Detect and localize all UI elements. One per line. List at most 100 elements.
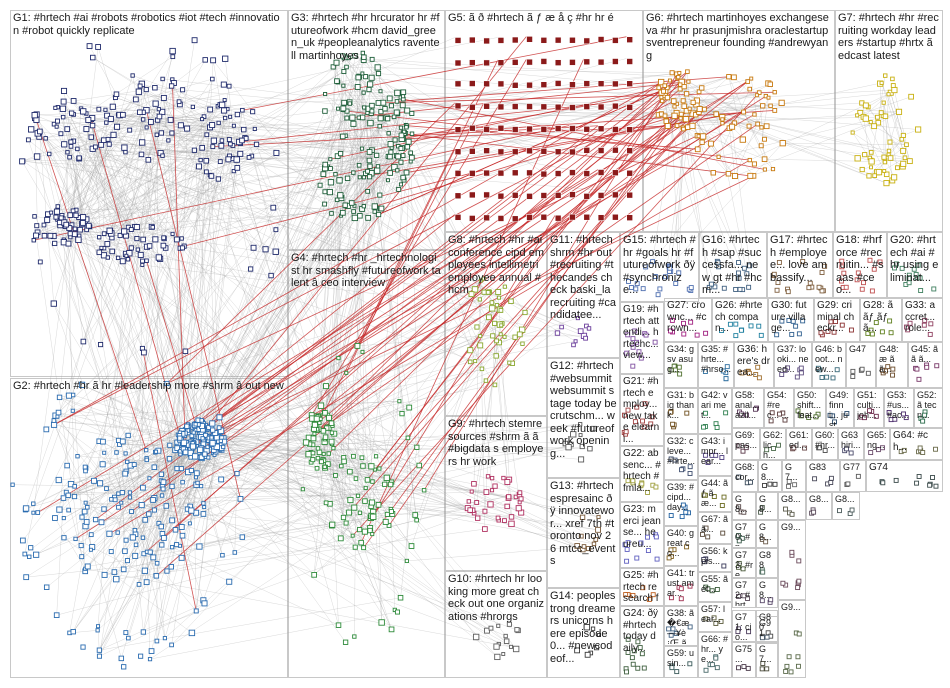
node <box>367 175 371 179</box>
nodes-g68 <box>737 475 753 485</box>
node <box>786 290 790 294</box>
node <box>114 576 119 581</box>
node <box>102 507 106 511</box>
node <box>851 375 855 379</box>
node <box>888 319 892 323</box>
node <box>375 65 380 70</box>
node <box>371 532 374 535</box>
node <box>217 121 220 124</box>
node <box>632 649 636 653</box>
node <box>120 501 123 504</box>
node <box>587 327 590 330</box>
node <box>787 480 791 484</box>
node <box>740 137 745 142</box>
node <box>496 516 500 520</box>
node <box>870 289 874 293</box>
node <box>688 662 692 666</box>
node <box>901 133 905 137</box>
node <box>625 670 629 674</box>
node <box>342 69 346 73</box>
node <box>343 640 347 644</box>
edge <box>521 513 583 550</box>
node <box>61 99 66 104</box>
node <box>714 112 719 117</box>
node <box>742 510 746 514</box>
node <box>375 153 379 157</box>
node <box>726 172 731 177</box>
node <box>915 367 919 371</box>
node <box>578 423 581 426</box>
nodes-g54 <box>769 411 787 423</box>
node <box>935 364 939 368</box>
node <box>126 460 129 463</box>
node <box>879 111 883 115</box>
node <box>455 60 461 66</box>
node <box>189 508 194 513</box>
node <box>499 309 503 313</box>
node <box>51 422 56 427</box>
node <box>734 334 738 338</box>
node <box>314 416 319 421</box>
node <box>179 525 184 530</box>
node <box>211 58 216 63</box>
node <box>114 92 119 97</box>
node <box>671 422 675 426</box>
node <box>585 652 590 657</box>
node <box>598 36 604 42</box>
node <box>783 507 787 511</box>
node <box>512 149 518 155</box>
node <box>495 339 499 343</box>
node <box>110 249 115 254</box>
node <box>794 324 798 328</box>
node <box>401 154 405 158</box>
edge <box>90 46 117 94</box>
node <box>826 329 830 333</box>
node <box>386 179 389 182</box>
node <box>523 310 527 314</box>
edge <box>751 79 757 124</box>
node <box>483 527 488 532</box>
node <box>161 480 166 485</box>
node <box>734 322 738 326</box>
node <box>226 157 231 162</box>
node <box>541 82 547 88</box>
node <box>736 630 740 634</box>
node <box>306 452 311 457</box>
node <box>356 75 361 80</box>
node <box>323 202 327 206</box>
node <box>598 192 604 198</box>
node <box>318 403 323 408</box>
nodes-g38 <box>667 625 693 637</box>
node <box>664 275 668 279</box>
node <box>579 534 583 538</box>
node <box>612 214 618 220</box>
node <box>84 501 87 504</box>
node <box>627 104 633 110</box>
node <box>888 140 892 144</box>
node <box>584 171 590 177</box>
node <box>712 616 716 620</box>
node <box>747 285 751 289</box>
node <box>869 328 873 332</box>
group-box-g90 <box>779 521 806 600</box>
node <box>484 81 490 87</box>
node <box>87 44 92 49</box>
node <box>622 413 626 417</box>
node <box>489 626 493 630</box>
nodes-g27 <box>668 318 707 337</box>
nodes-g90 <box>781 550 801 589</box>
node <box>89 533 93 537</box>
node <box>35 224 39 228</box>
node <box>883 169 886 172</box>
node <box>797 579 801 583</box>
node <box>734 287 738 291</box>
node <box>73 227 77 231</box>
node <box>741 567 745 571</box>
node <box>790 332 794 336</box>
node <box>192 148 196 152</box>
node <box>846 482 850 486</box>
node <box>905 143 909 147</box>
nodes-g41 <box>669 584 692 601</box>
node <box>747 630 751 634</box>
